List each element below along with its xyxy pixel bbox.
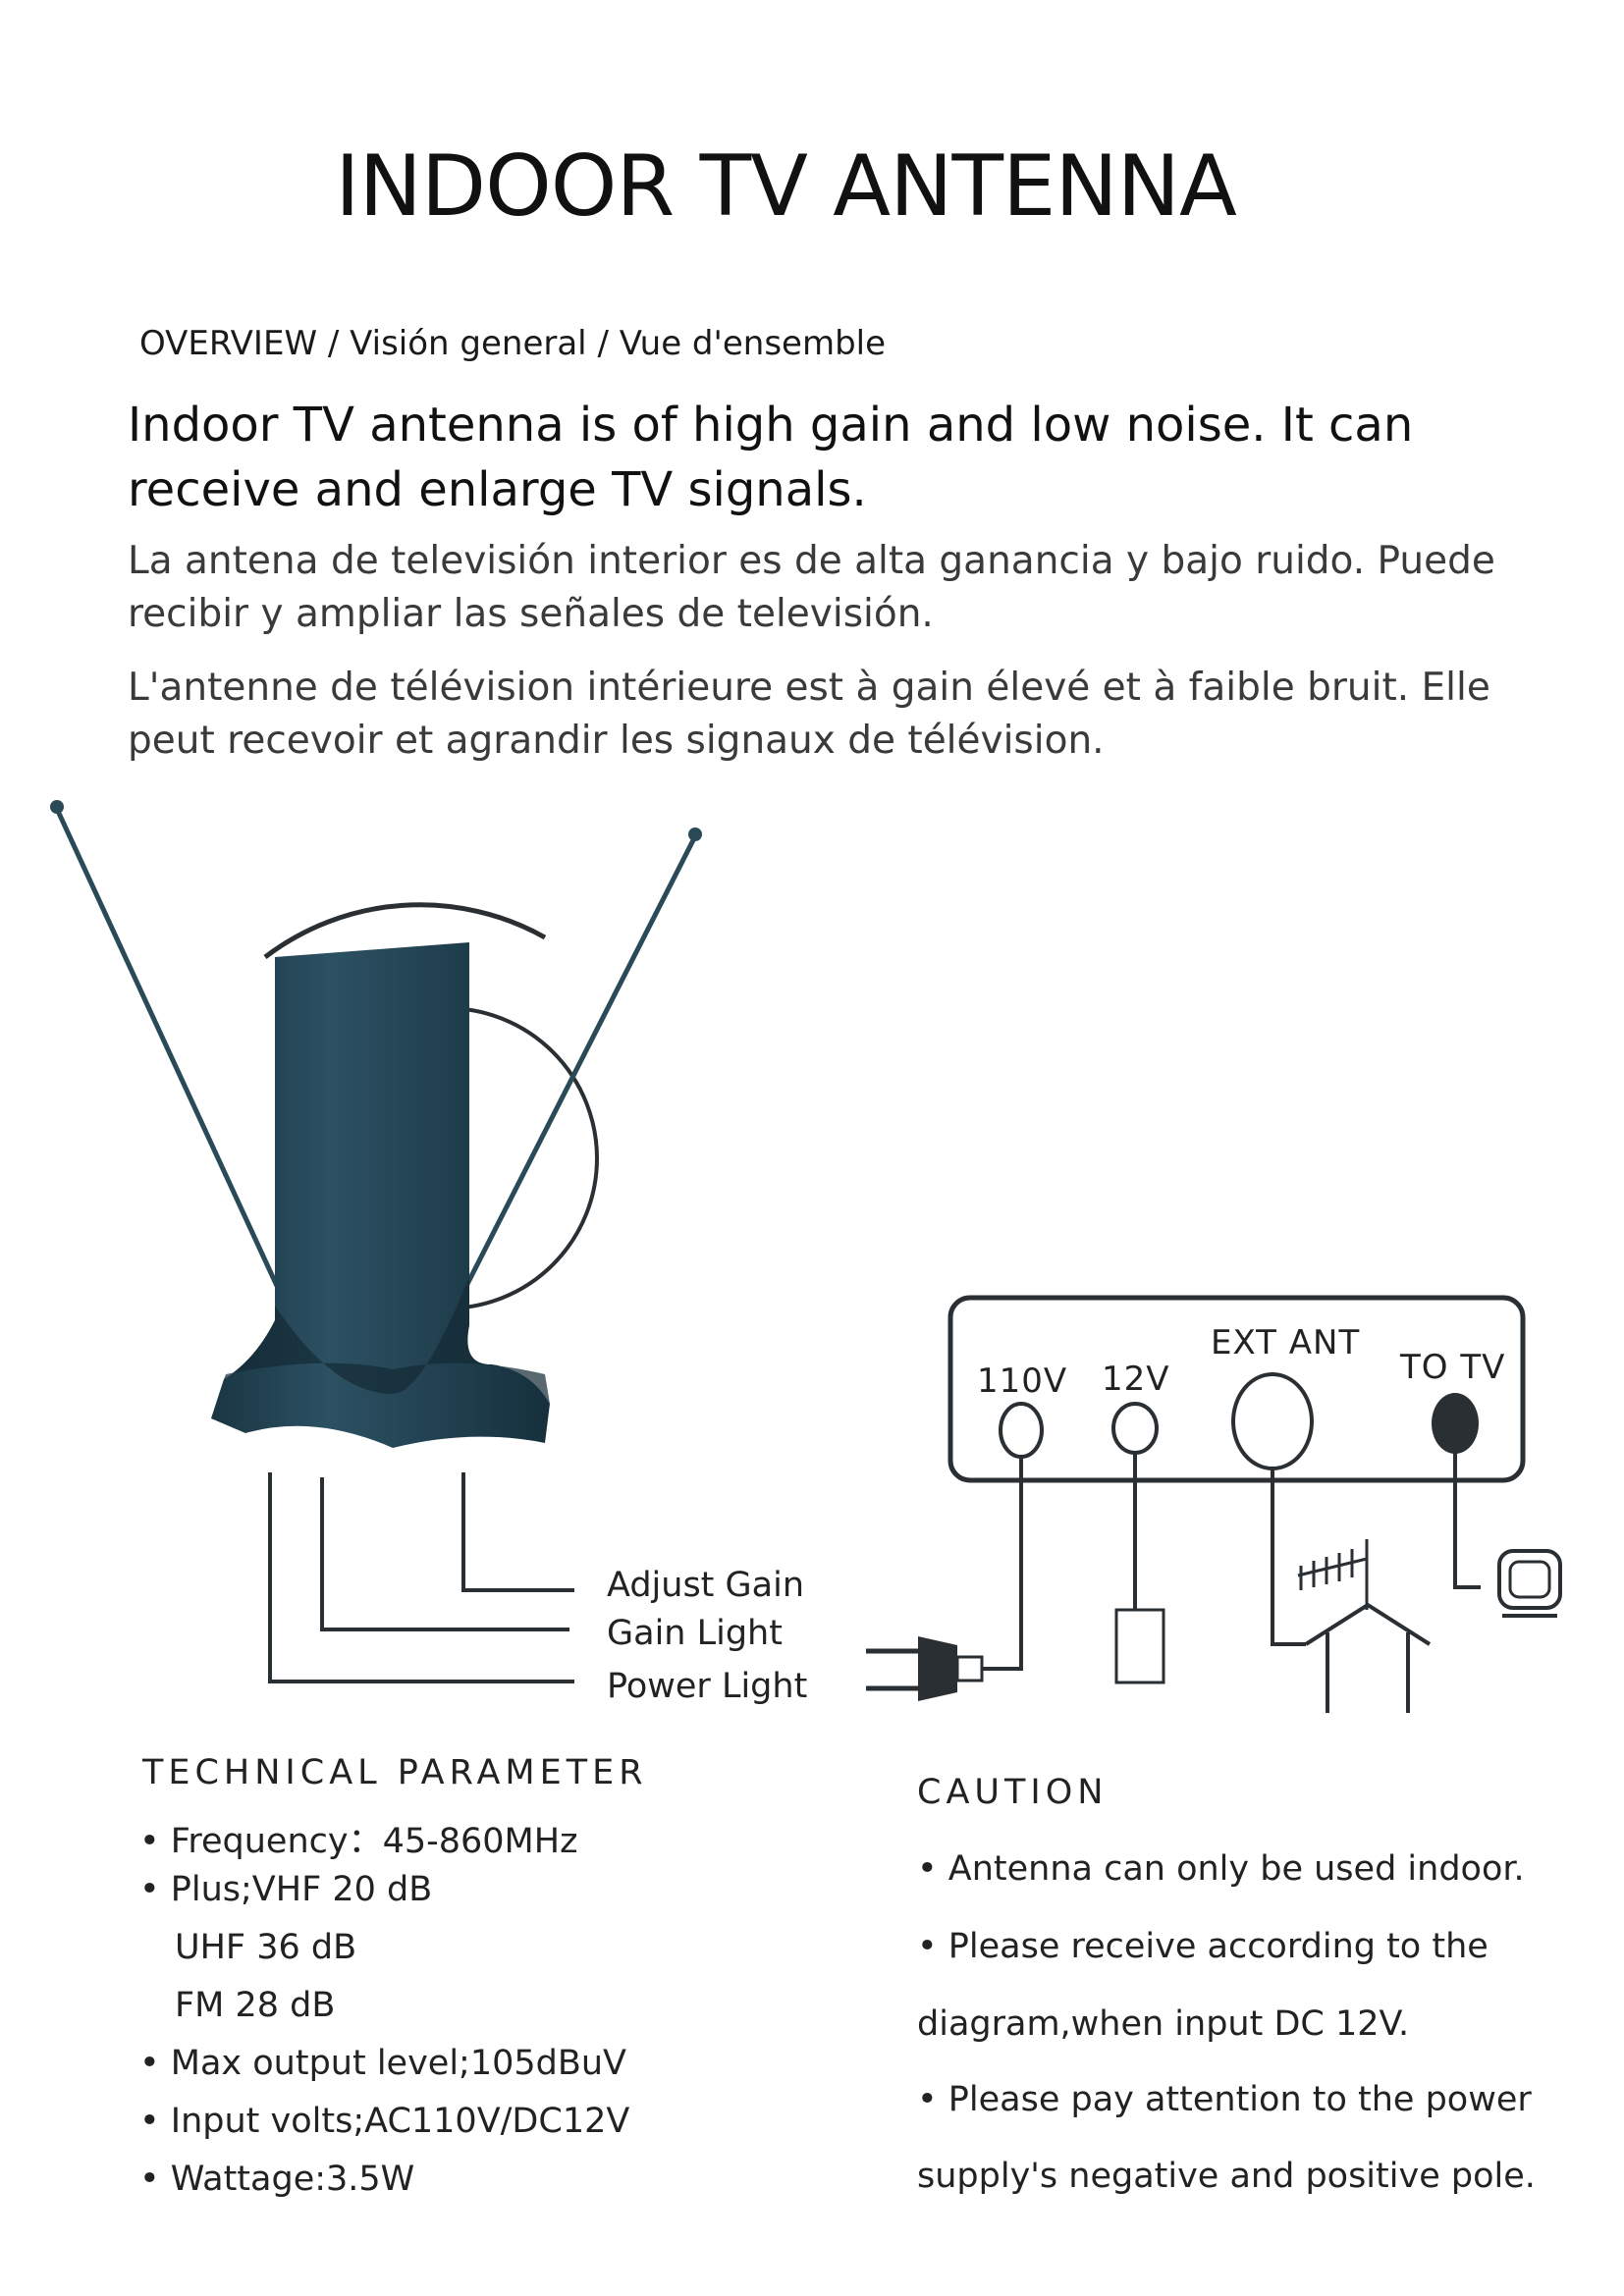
label-adjust-gain: Adjust Gain [607, 1566, 805, 1605]
left-rod-tip [50, 800, 64, 814]
label-power-light: Power Light [607, 1667, 808, 1706]
technical-heading: TECHNICAL PARAMETER [142, 1753, 648, 1792]
left-rod [54, 807, 280, 1288]
caution-line-5: supply's negative and positive pole. [917, 2157, 1536, 2196]
port-label-to-tv: TO TV [1400, 1348, 1506, 1387]
rooftop-elements [1299, 1549, 1354, 1590]
rooftop-boom [1297, 1557, 1368, 1577]
port-ext-ant [1231, 1372, 1314, 1470]
tech-fm: FM 28 dB [175, 1986, 336, 2025]
overview-label: OVERVIEW / Visión general / Vue d'ensemb… [139, 324, 887, 363]
caution-line-4: • Please pay attention to the power [917, 2080, 1532, 2119]
caution-line-2: • Please receive according to the [917, 1927, 1489, 1966]
to-tv-cable [1453, 1453, 1481, 1589]
port-label-ext-ant: EXT ANT [1211, 1323, 1361, 1362]
right-rod [463, 834, 698, 1288]
port-110v [999, 1402, 1044, 1459]
tv-icon-screen [1508, 1560, 1551, 1599]
intro-french: L'antenne de télévision intérieure est à… [128, 666, 1490, 763]
intro-english: Indoor TV antenna is of high gain and lo… [128, 398, 1414, 517]
antenna-base-shadow [224, 1276, 550, 1404]
mains-plug-body [918, 1636, 957, 1701]
right-rod-tip [688, 828, 702, 841]
tech-wattage: • Wattage:3.5W [139, 2160, 415, 2199]
dc-adapter [1114, 1608, 1165, 1684]
caution-heading: CAUTION [917, 1773, 1109, 1812]
back-panel [947, 1295, 1526, 1483]
tech-input-volts: • Input volts;AC110V/DC12V [139, 2102, 630, 2141]
label-gain-light: Gain Light [607, 1614, 783, 1653]
house-outline [1304, 1602, 1432, 1713]
port-to-tv [1432, 1393, 1479, 1454]
caution-line-1: • Antenna can only be used indoor. [917, 1849, 1525, 1889]
caution-line-3: diagram,when input DC 12V. [917, 2004, 1410, 2044]
mains-cable [982, 1457, 1023, 1671]
page-title: INDOOR TV ANTENNA [335, 137, 1237, 236]
port-label-110v: 110V [977, 1362, 1068, 1401]
ext-ant-cable [1271, 1468, 1306, 1646]
port-12v [1111, 1402, 1159, 1455]
port-label-12v: 12V [1102, 1360, 1170, 1399]
mains-plug-sleeve [955, 1655, 984, 1682]
power-light-leader [268, 1472, 574, 1683]
tech-frequency: • Frequency：45-860MHz [139, 1822, 578, 1861]
loop-top-arc [263, 902, 547, 959]
tech-uhf: UHF 36 dB [175, 1928, 357, 1967]
tv-icon-outer [1497, 1549, 1562, 1610]
adjust-gain-leader [461, 1472, 574, 1592]
tech-vhf: • Plus;VHF 20 dB [139, 1870, 433, 1909]
gain-light-leader [320, 1477, 569, 1631]
intro-spanish: La antena de televisión interior es de a… [128, 539, 1495, 636]
tech-max-output: • Max output level;105dBuV [139, 2044, 626, 2083]
